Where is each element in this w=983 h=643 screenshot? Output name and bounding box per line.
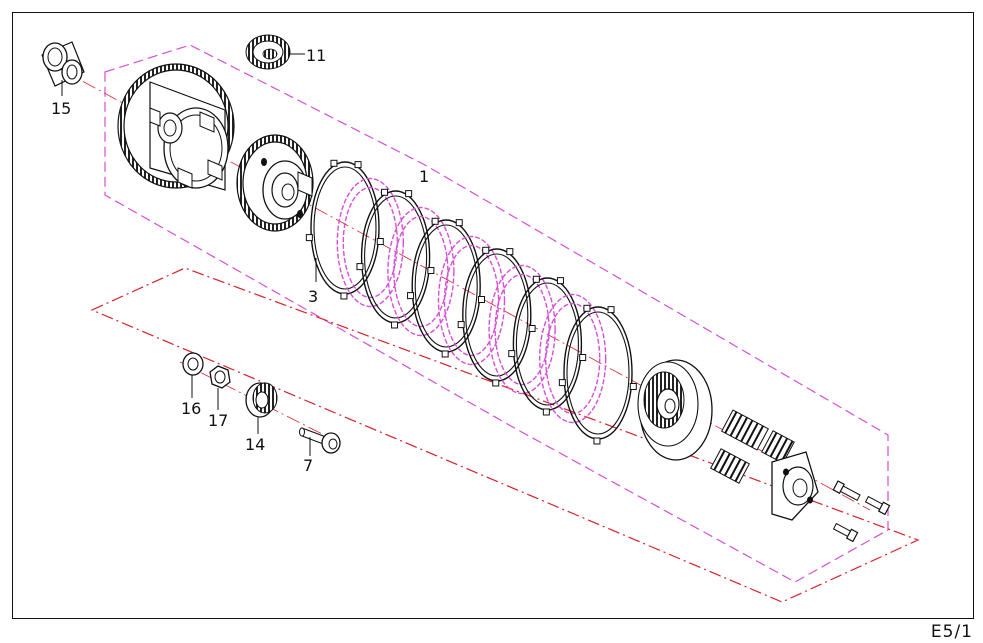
push-rod[interactable] (299, 427, 341, 454)
part-number-14: 14 (245, 435, 265, 454)
friction-plate[interactable] (437, 235, 506, 366)
clutch-outer-basket[interactable] (117, 63, 235, 191)
steel-plate[interactable] (305, 159, 384, 300)
primary-drive-gear[interactable] (245, 34, 291, 70)
pressure-plate[interactable] (637, 359, 713, 461)
steel-plate[interactable] (457, 246, 536, 387)
bolt[interactable] (832, 522, 859, 543)
bushing[interactable] (41, 41, 85, 87)
clutch-center-hub[interactable] (236, 134, 314, 232)
bearing[interactable] (245, 382, 278, 418)
steel-plate[interactable] (558, 304, 637, 445)
friction-plate[interactable] (387, 206, 455, 337)
part-number-7: 7 (303, 456, 313, 475)
part-number-16: 16 (181, 399, 201, 418)
nut[interactable] (209, 365, 231, 389)
bolt[interactable] (832, 480, 861, 502)
friction-plate[interactable] (539, 293, 607, 424)
part-number-11: 11 (306, 46, 326, 65)
drawing-frame (12, 12, 974, 619)
leader-lines (61, 53, 317, 456)
part-number-17: 17 (208, 411, 228, 430)
clutch-plate-stack (305, 159, 637, 445)
part-number-15: 15 (51, 99, 71, 118)
washer[interactable] (182, 352, 204, 376)
friction-plate[interactable] (336, 177, 404, 308)
clutch-spring[interactable] (761, 430, 795, 464)
steel-plate[interactable] (356, 188, 435, 329)
part-number-1: 1 (419, 167, 429, 186)
part-number-3: 3 (308, 287, 318, 306)
bolt[interactable] (864, 495, 891, 516)
lifter-plate[interactable] (771, 451, 819, 521)
clutch-spring[interactable] (721, 409, 769, 451)
push-assembly-boundary (90, 267, 920, 603)
assembly-boundary (104, 44, 889, 583)
steel-plate[interactable] (508, 275, 587, 416)
friction-plate[interactable] (488, 264, 556, 395)
page-code: E5/1 (930, 622, 973, 642)
steel-plate[interactable] (407, 217, 485, 358)
clutch-spring[interactable] (710, 448, 750, 484)
